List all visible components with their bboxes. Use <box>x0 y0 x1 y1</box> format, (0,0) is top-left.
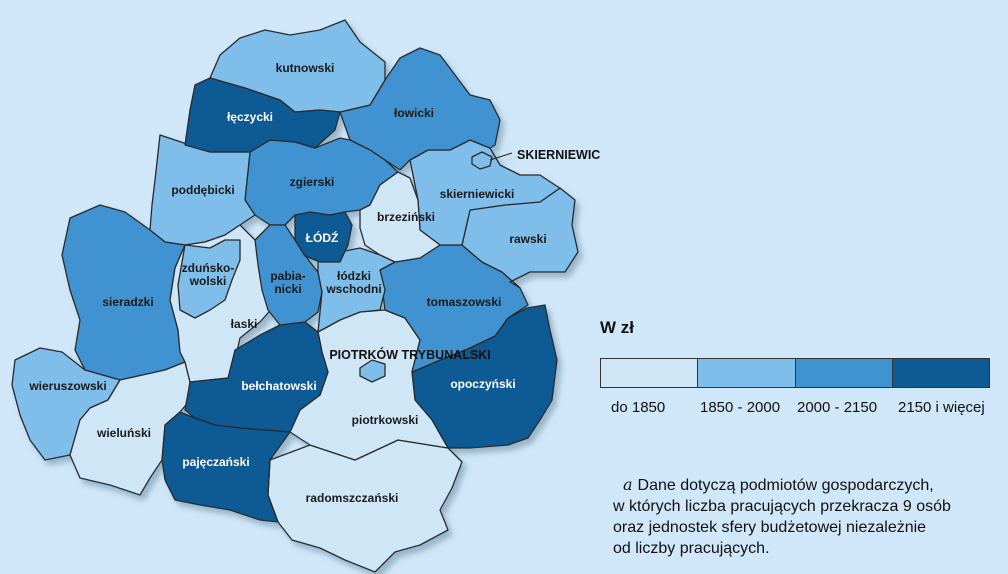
label-opoczynski: opoczyński <box>450 377 515 391</box>
label-zgierski: zgierski <box>290 175 335 189</box>
label-sieradzki: sieradzki <box>102 295 153 309</box>
label-poddebicki: poddębicki <box>171 183 234 197</box>
label-lowicki: łowicki <box>394 106 434 120</box>
label-laski: łaski <box>231 317 258 331</box>
legend-color-scale <box>600 358 990 388</box>
county-pajeczanski <box>161 411 291 523</box>
label-brzezinski: brzeziński <box>377 210 435 224</box>
label-lodz: ŁÓDŹ <box>306 230 339 245</box>
label-belchatowski: bełchatowski <box>241 379 316 393</box>
legend-label-2: 1850 - 2000 <box>700 399 781 416</box>
label-wieruszowski: wieruszowski <box>28 379 106 393</box>
label-leczycki: łęczycki <box>227 110 273 124</box>
legend-swatch-4 <box>892 359 989 387</box>
county-lodzki-wschodni <box>317 247 396 333</box>
legend-label-4: 2150 i więcej <box>898 399 985 416</box>
label-line: łódzki <box>337 269 371 283</box>
label-pajeczanski: pajęczański <box>182 455 249 469</box>
region-map: kutnowski łęczycki łowicki poddębicki zg… <box>11 19 600 573</box>
county-pabianicki <box>254 224 323 326</box>
label-tomaszowski: tomaszowski <box>427 295 502 309</box>
label-line: zduńsko- <box>182 261 235 275</box>
label-zdunskowolski: zduńsko-wolski <box>182 261 235 288</box>
label-line: nicki <box>274 282 301 296</box>
county-lodz <box>294 211 353 263</box>
city-skierniewice <box>471 151 493 170</box>
footnote-line-3: oraz jednostek sfery budżetowej niezależ… <box>613 519 927 536</box>
footnote-line-2: w których liczba pracujących przekracza … <box>613 498 951 515</box>
county-leczycki <box>184 77 341 153</box>
label-skierniewicki: skierniewicki <box>440 187 515 201</box>
legend-swatch-2 <box>698 359 796 387</box>
footnote-marker: a <box>623 475 633 494</box>
county-brzezinski <box>359 171 441 263</box>
label-skierniewice: SKIERNIEWICE <box>517 148 600 162</box>
county-radomszczanski <box>267 439 463 573</box>
footnote-text-1: Dane dotyczą podmiotów gospodarczych, <box>637 477 934 494</box>
label-line: wschodni <box>325 282 381 296</box>
label-rawski: rawski <box>509 232 546 246</box>
city-piotrkow <box>359 359 386 383</box>
legend-swatch-3 <box>795 359 893 387</box>
label-line: pabia- <box>270 269 305 283</box>
label-radomszczanski: radomszczański <box>306 491 399 505</box>
footnote-line-4: od liczby pracujących. <box>613 540 770 557</box>
skierniewice-leader-line <box>489 152 513 161</box>
label-pabianicki: pabia-nicki <box>270 269 305 296</box>
label-piotrkow: PIOTRKÓW TRYBUNALSKI <box>329 347 490 362</box>
label-kutnowski: kutnowski <box>276 61 335 75</box>
legend-label-1: do 1850 <box>611 399 666 416</box>
legend-swatch-1 <box>601 359 699 387</box>
legend-label-3: 2000 - 2150 <box>797 399 878 416</box>
label-wielunski: wieluński <box>96 426 151 440</box>
label-line: wolski <box>189 274 227 288</box>
county-zdunskowolski <box>177 239 241 319</box>
legend-title: W zł <box>600 318 634 337</box>
county-lowicki <box>339 47 501 171</box>
label-piotrkowski: piotrkowski <box>352 413 419 427</box>
